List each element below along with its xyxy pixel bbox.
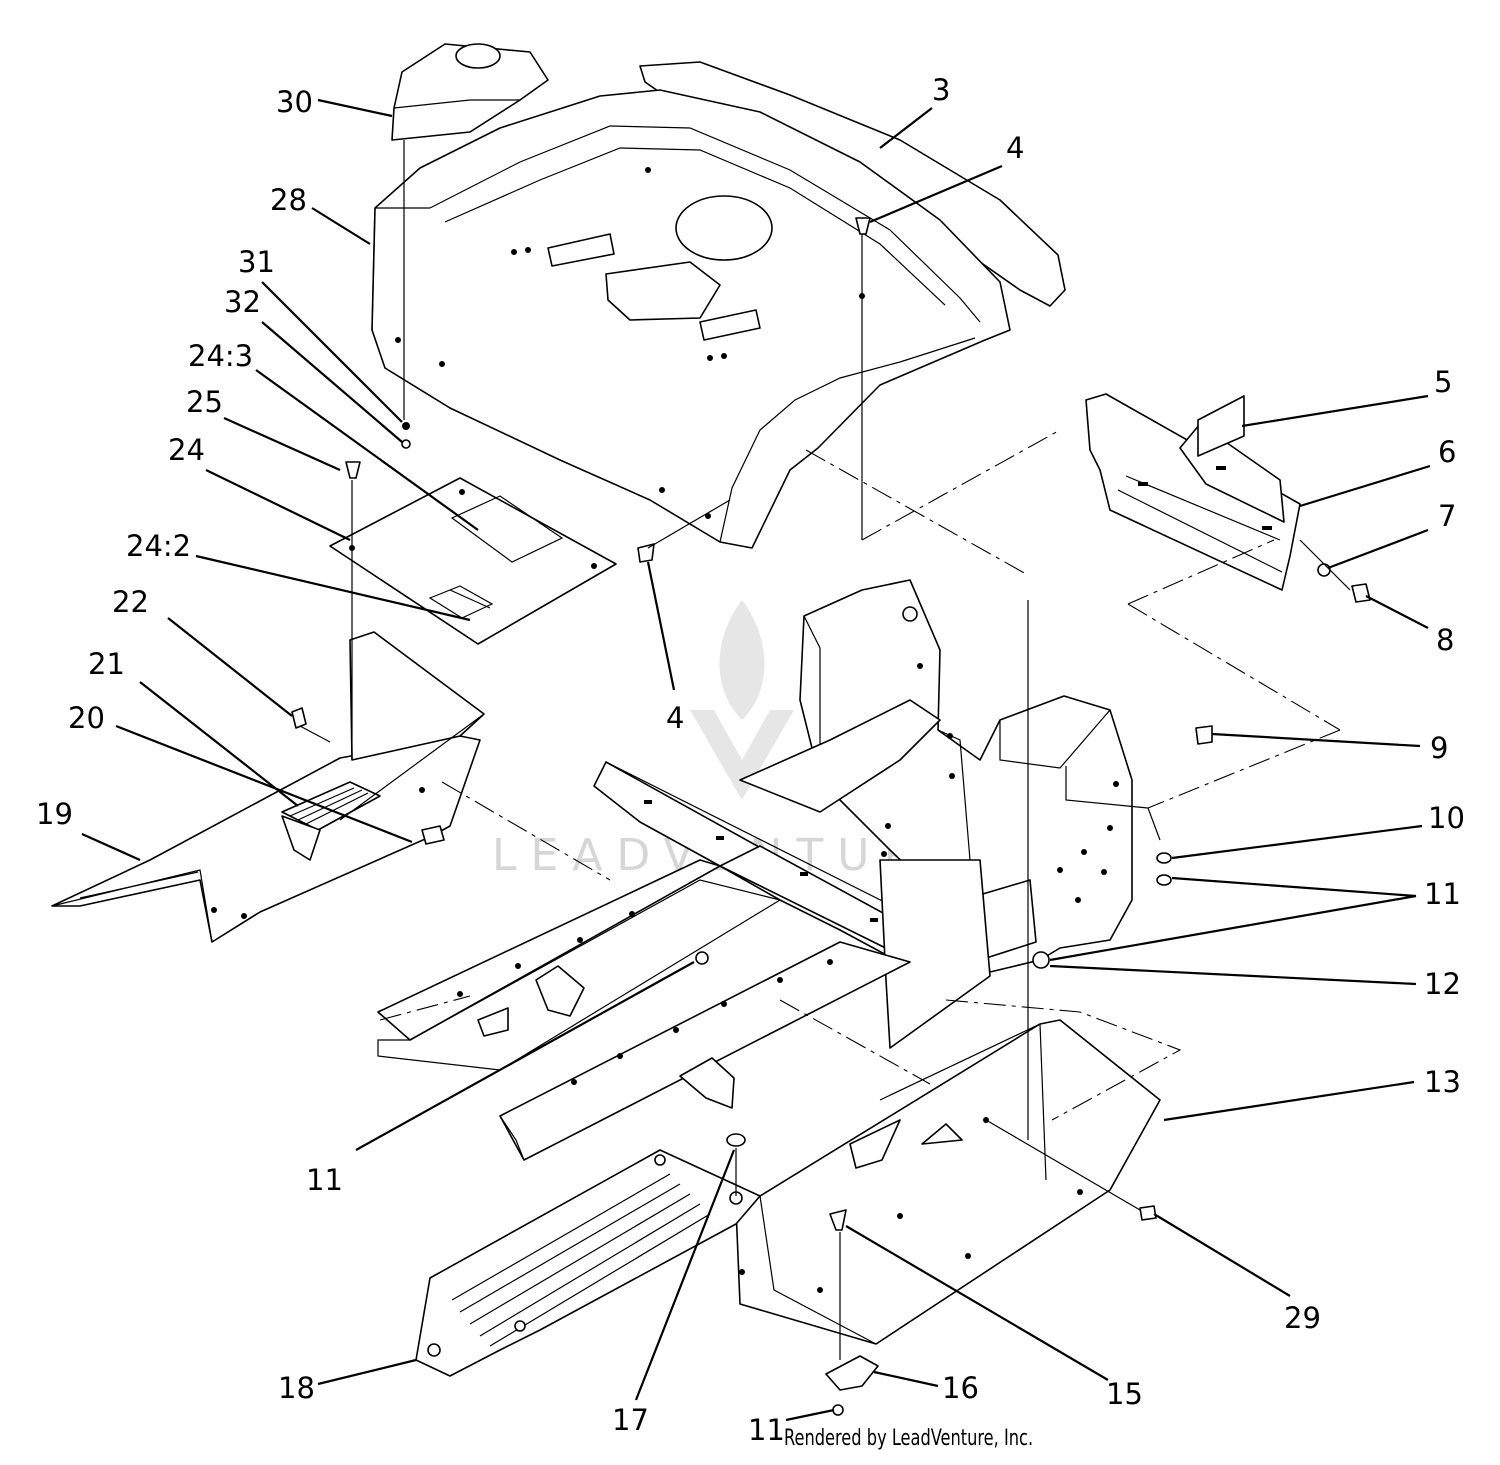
part-screw-8 bbox=[1351, 583, 1371, 603]
part-bolt-4 bbox=[637, 217, 871, 563]
callout-32: 32 bbox=[224, 285, 261, 319]
render-credit: Rendered by LeadVenture, Inc. bbox=[784, 1426, 1034, 1451]
part-cross-member bbox=[593, 699, 991, 1049]
callout-24-2: 24:2 bbox=[126, 529, 191, 563]
callout-12: 12 bbox=[1424, 967, 1461, 1001]
part-plate bbox=[329, 477, 617, 645]
callout-8: 8 bbox=[1436, 623, 1454, 657]
callout-7: 7 bbox=[1438, 499, 1456, 533]
callout-5: 5 bbox=[1434, 365, 1452, 399]
callout-25: 25 bbox=[186, 385, 223, 419]
callout-21: 21 bbox=[88, 647, 125, 681]
callout-6: 6 bbox=[1438, 435, 1456, 469]
part-spacer-12 bbox=[1032, 951, 1050, 969]
part-decal-5 bbox=[1197, 395, 1245, 457]
part-frame-tower bbox=[799, 579, 1133, 973]
part-bolt-17 bbox=[726, 1133, 746, 1147]
hood-fuel-cap-opening bbox=[675, 195, 773, 261]
part-washer-7 bbox=[1317, 563, 1331, 577]
part-rear-bracket bbox=[1085, 393, 1301, 591]
part-nut-31-32 bbox=[401, 422, 411, 449]
part-frame-rails bbox=[377, 859, 911, 1161]
part-hood bbox=[371, 89, 1011, 549]
callout-11-left: 11 bbox=[306, 1163, 343, 1197]
callout-20: 20 bbox=[68, 701, 105, 735]
callout-17: 17 bbox=[612, 1403, 649, 1437]
callout-28: 28 bbox=[270, 183, 307, 217]
part-bolt-15 bbox=[829, 1209, 847, 1231]
callout-24: 24 bbox=[168, 433, 205, 467]
part-bracket-16 bbox=[825, 1355, 879, 1391]
callout-11-bottom: 11 bbox=[748, 1413, 785, 1447]
callout-11-right: 11 bbox=[1424, 877, 1461, 911]
leader-lines bbox=[81, 98, 1431, 1422]
callout-24-3: 24:3 bbox=[188, 339, 253, 373]
part-right-footrest bbox=[735, 1019, 1161, 1345]
callout-18: 18 bbox=[278, 1371, 315, 1405]
part-bolt-29 bbox=[1139, 1205, 1157, 1221]
part-clip-9 bbox=[1195, 725, 1213, 745]
callout-29: 29 bbox=[1284, 1301, 1321, 1335]
part-foot-mat bbox=[415, 1149, 761, 1377]
callout-4-mid: 4 bbox=[666, 701, 684, 735]
part-dash-console bbox=[391, 43, 549, 141]
callout-16: 16 bbox=[942, 1371, 979, 1405]
part-clip-22 bbox=[291, 707, 307, 729]
part-nuts-10-11 bbox=[1156, 852, 1172, 886]
callout-10: 10 bbox=[1428, 801, 1465, 835]
part-bolt-25 bbox=[345, 461, 361, 479]
callout-15: 15 bbox=[1106, 1377, 1143, 1411]
callout-30: 30 bbox=[276, 85, 313, 119]
callout-3: 3 bbox=[932, 73, 950, 107]
callout-9: 9 bbox=[1430, 731, 1448, 765]
part-left-fender bbox=[51, 631, 485, 943]
part-nut-11 bbox=[695, 951, 709, 965]
callout-19: 19 bbox=[36, 797, 73, 831]
part-nut-11-bottom bbox=[832, 1404, 844, 1416]
part-clip-20 bbox=[421, 825, 445, 845]
assembly-lines bbox=[299, 140, 1351, 1360]
callout-labels: 30 3 4 28 31 32 24:3 25 24 24:2 22 21 20… bbox=[36, 73, 1465, 1447]
callout-31: 31 bbox=[238, 245, 275, 279]
callout-4-top: 4 bbox=[1006, 131, 1024, 165]
callout-22: 22 bbox=[112, 585, 149, 619]
callout-13: 13 bbox=[1424, 1065, 1461, 1099]
